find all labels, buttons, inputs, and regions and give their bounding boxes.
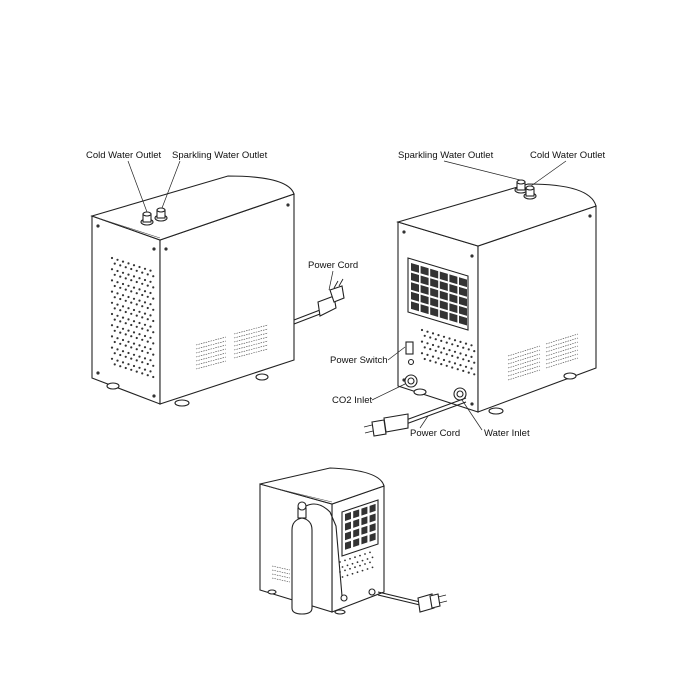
label-water-inlet: Water Inlet (484, 428, 530, 439)
bottom-unit (259, 467, 448, 615)
label-right-power-cord: Power Cord (410, 428, 461, 439)
label-left-cold-water-outlet: Cold Water Outlet (86, 150, 162, 161)
left-unit (90, 160, 345, 407)
label-right-sparkling-water-outlet: Sparkling Water Outlet (398, 150, 494, 161)
left-unit-outlets (140, 207, 168, 226)
co2-inlet-fitting (404, 374, 418, 388)
left-unit-vent-holes (110, 256, 155, 379)
label-left-sparkling-water-outlet: Sparkling Water Outlet (172, 150, 268, 161)
right-unit-fan-grille (407, 257, 469, 331)
label-power-switch: Power Switch (330, 355, 388, 366)
label-co2-inlet: CO2 Inlet (332, 395, 373, 406)
right-unit-power-cord (363, 397, 467, 437)
left-unit-side-panel (91, 215, 161, 405)
leader-left-cold (127, 160, 148, 213)
left-unit-power-cord (293, 278, 345, 325)
right-unit (363, 160, 597, 437)
leader-left-cord (328, 270, 334, 291)
leader-left-sparkling (161, 160, 181, 209)
right-unit-outlets (514, 179, 537, 200)
right-unit-vent-holes (420, 328, 476, 376)
label-left-power-cord: Power Cord (308, 260, 359, 271)
label-right-cold-water-outlet: Cold Water Outlet (530, 150, 606, 161)
power-switch-shape (405, 341, 414, 355)
right-unit-top (396, 183, 597, 247)
co2-cylinder (291, 501, 343, 615)
left-unit-text-blocks (195, 324, 269, 370)
